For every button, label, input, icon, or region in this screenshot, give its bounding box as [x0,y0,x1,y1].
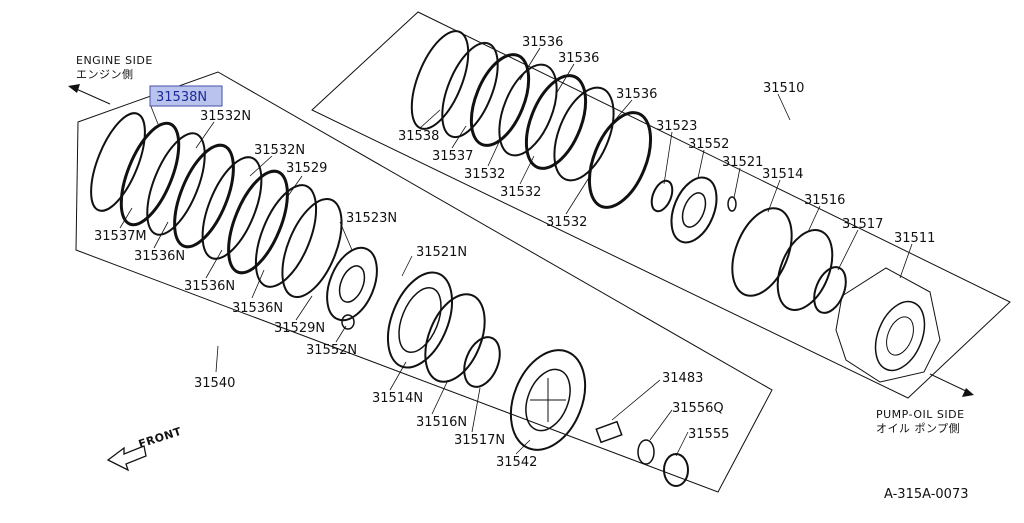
part-label[interactable]: 31483 [662,371,703,386]
part-label[interactable]: 31532N [200,109,251,124]
part-label[interactable]: 31532 [500,185,541,200]
part-label[interactable]: 31517 [842,217,883,232]
front-label: FRONT [137,425,183,451]
part-label[interactable]: 31556Q [672,401,724,416]
part-label[interactable]: 31555 [688,427,729,442]
part-label[interactable]: 31514N [372,391,423,406]
part-label[interactable]: 31536 [558,51,599,66]
group-label-31540[interactable]: 31540 [194,376,235,391]
group-31540-outline [75,71,773,493]
part-label[interactable]: 31516 [804,193,845,208]
part-label[interactable]: 31542 [496,455,537,470]
highlight-box [149,85,223,107]
part-label[interactable]: 31514 [762,167,803,182]
part-label[interactable]: 31529N [274,321,325,336]
part-label[interactable]: 31523N [346,211,397,226]
part-label[interactable]: 31521 [722,155,763,170]
part-label[interactable]: 31536N [232,301,283,316]
part-label[interactable]: 31516N [416,415,467,430]
part-label[interactable]: 31517N [454,433,505,448]
engine-side-jp-label: エンジン側 [76,68,134,81]
pump-side-jp-label: オイル ポンプ側 [876,422,960,435]
leader-lines-upper [419,47,913,279]
engine-side-label: ENGINE SIDE [76,54,153,67]
part-label[interactable]: 31523 [656,119,697,134]
group-31510-outline [311,11,1011,399]
part-label[interactable]: 31511 [894,231,935,246]
part-label[interactable]: 31536N [184,279,235,294]
upper-clutch-rings [410,30,847,314]
pump-side-arrow [929,373,974,397]
engine-side-arrow [68,84,111,105]
diagram-code: A-315A-0073 [884,487,969,502]
part-label[interactable]: 31536N [134,249,185,264]
part-label[interactable]: 31532 [464,167,505,182]
part-label[interactable]: 31537 [432,149,473,164]
front-arrow-icon [106,445,147,472]
lower-clutch-rings [90,112,689,487]
part-label[interactable]: 31532N [254,143,305,158]
oil-pump-housing [835,267,941,383]
part-label[interactable]: 31538 [398,129,439,144]
part-label[interactable]: 31552 [688,137,729,152]
part-label-highlighted[interactable]: 31538N [156,90,207,105]
part-label[interactable]: 31537M [94,229,147,244]
part-label[interactable]: 31529 [286,161,327,176]
group-label-31510[interactable]: 31510 [763,81,804,96]
pump-side-label: PUMP-OIL SIDE [876,408,965,421]
part-label[interactable]: 31536 [616,87,657,102]
part-label[interactable]: 31536 [522,35,563,50]
part-label[interactable]: 31521N [416,245,467,260]
part-label[interactable]: 31532 [546,215,587,230]
part-label[interactable]: 31552N [306,343,357,358]
leader-lines-lower [119,103,689,457]
